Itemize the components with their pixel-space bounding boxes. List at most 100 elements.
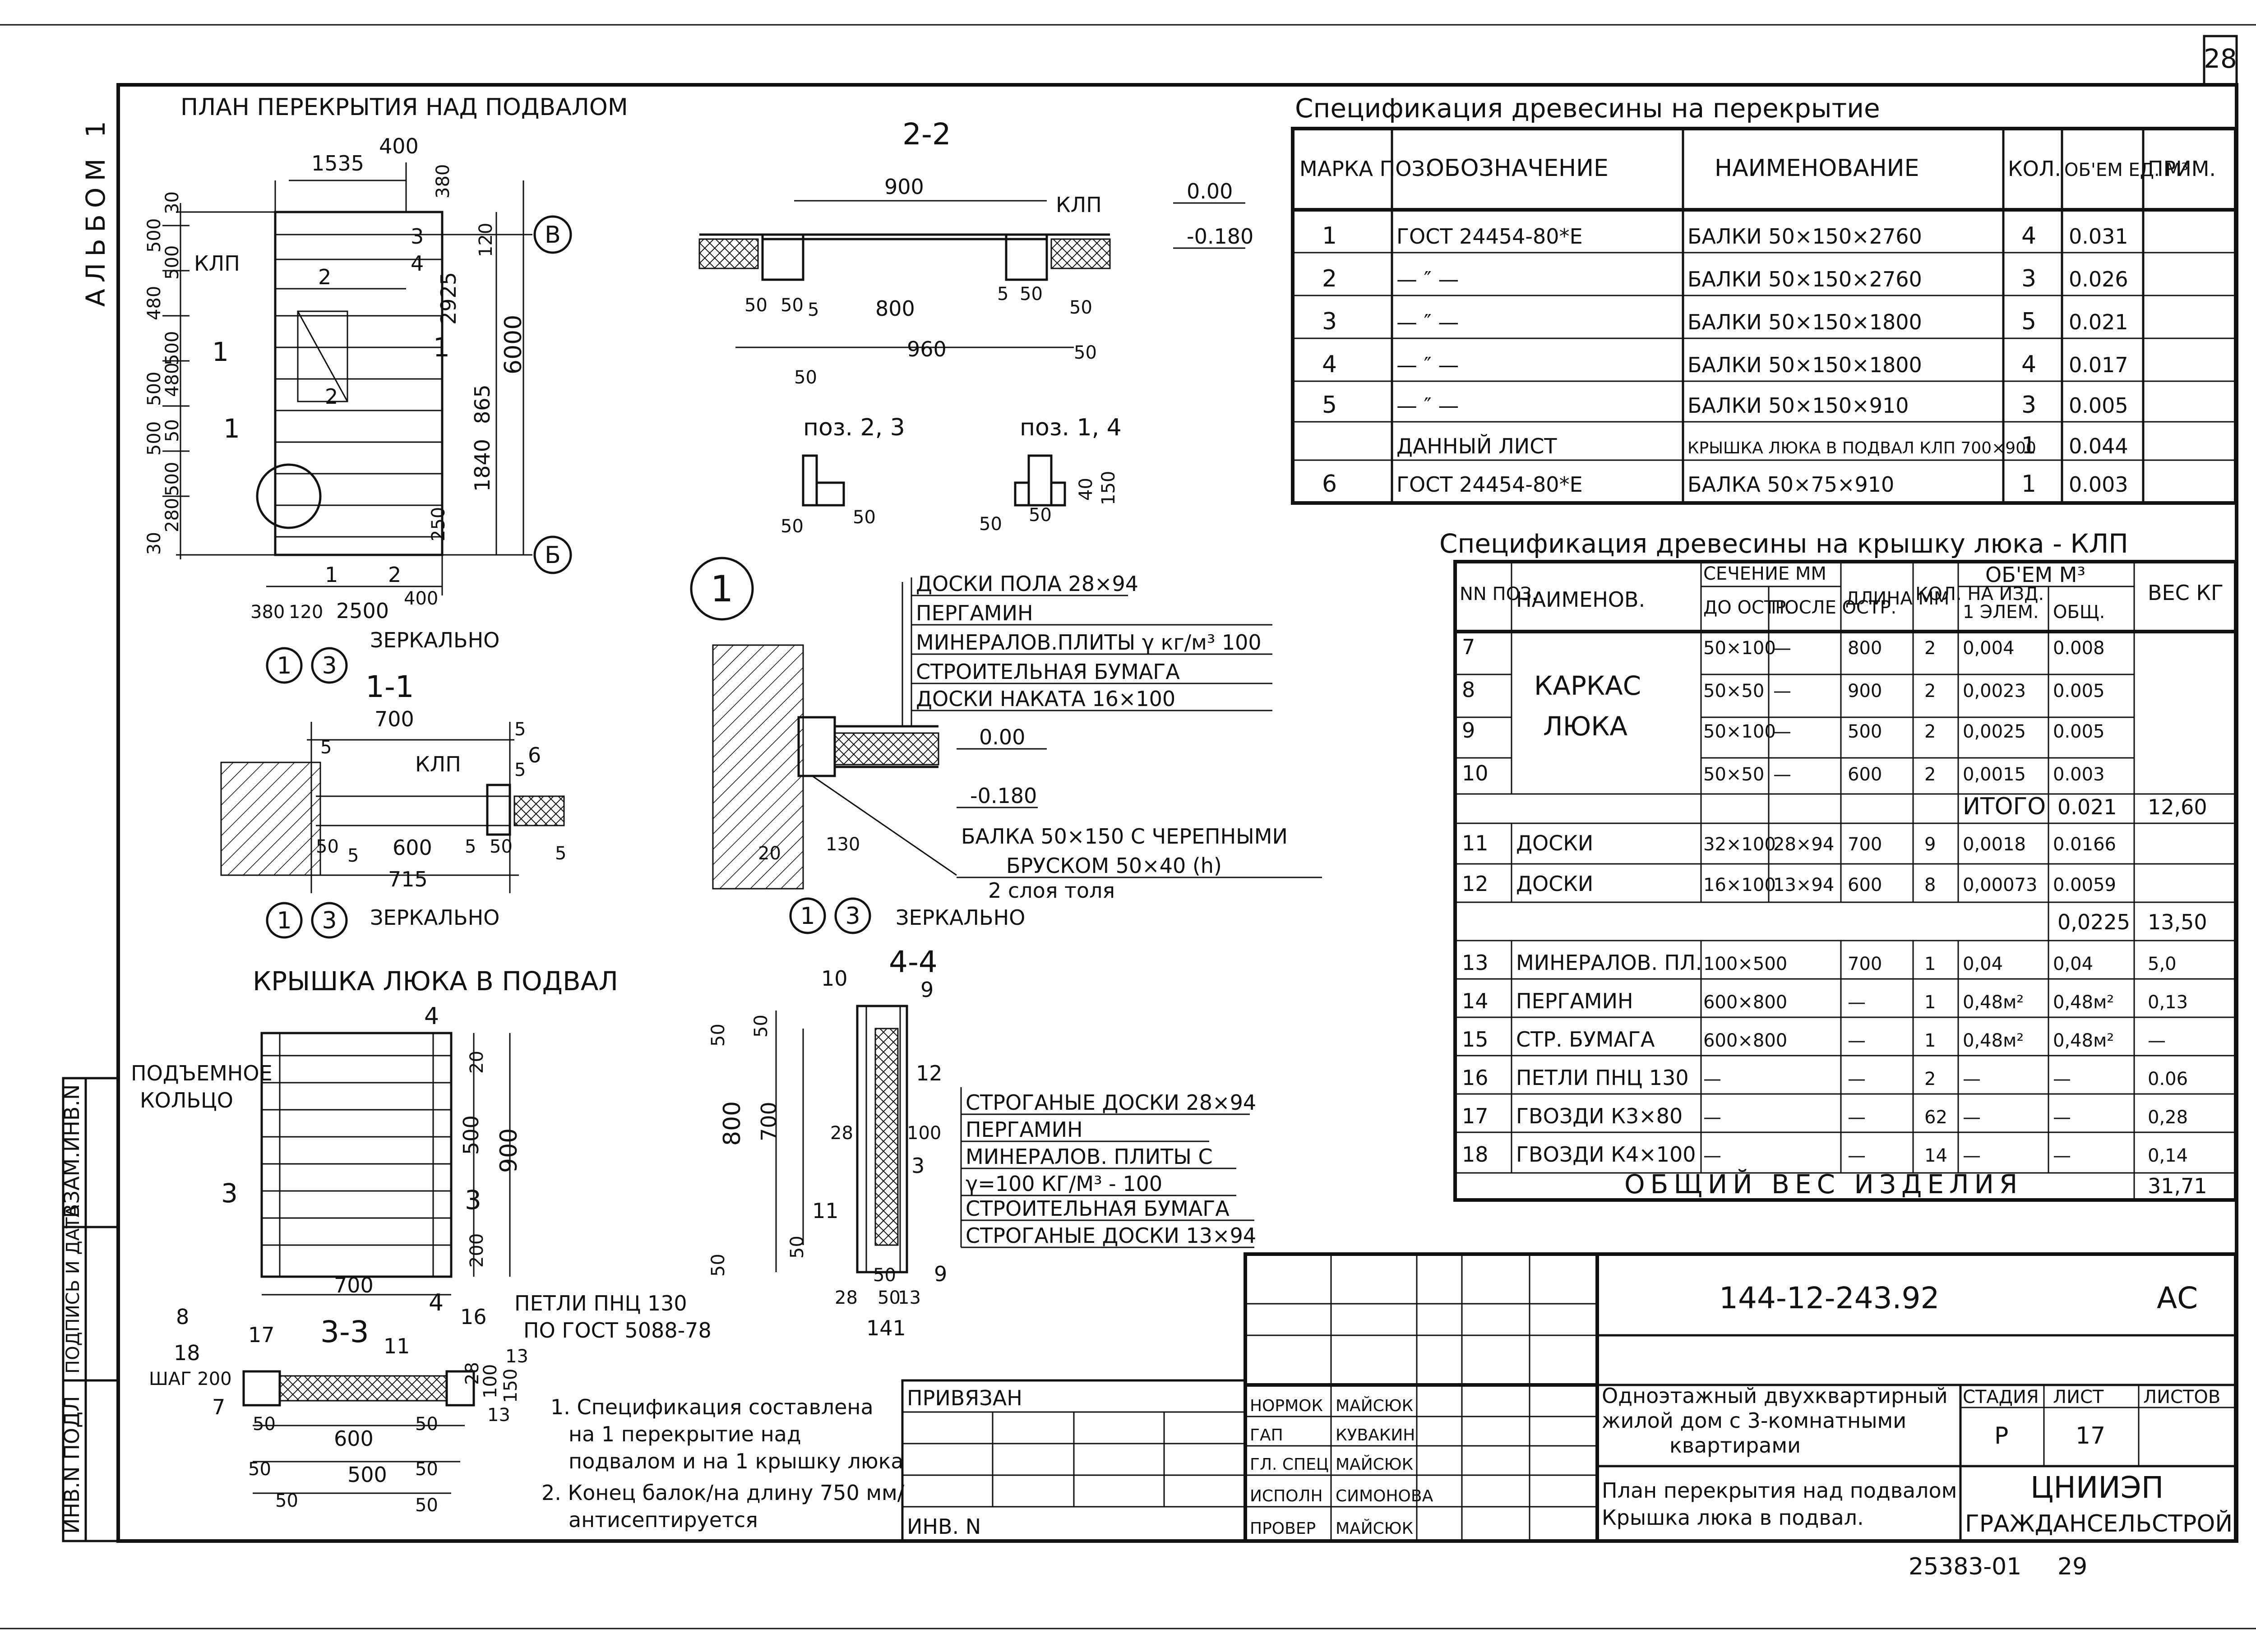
s22-dim-900: 900 — [884, 175, 924, 199]
node-beam-0: БАЛКА 50×150 С ЧЕРЕПНЫМИ — [961, 824, 1288, 849]
s44-dim-50a: 50 — [708, 1024, 729, 1047]
plan-title: ПЛАН ПЕРЕКРЫТИЯ НАД ПОДВАЛОМ — [180, 94, 628, 121]
spec2-cell-r1-c4: 900 — [1848, 681, 1882, 701]
spec2-cell-r9-c5: 2 — [1924, 1069, 1936, 1089]
spec1-cell-r0-c3: 4 — [2021, 222, 2036, 249]
s22-level-0: 0.00 — [1187, 179, 1233, 203]
plan-dim-380: 380 — [433, 164, 453, 198]
spec1-h4: ОБ'ЕМ ЕД. М³ — [2064, 160, 2188, 180]
plan-dim-left-8: 500 — [144, 421, 165, 456]
spec2-cell-r8-c1: СТР. БУМАГА — [1516, 1027, 1655, 1052]
spec2-cell-r1-c5: 2 — [1924, 681, 1936, 701]
s33-title: 3-3 — [320, 1315, 369, 1349]
stamp-name-4: МАЙСЮК — [1336, 1519, 1413, 1538]
spec1-cell-r6-c3: 1 — [2021, 471, 2036, 498]
spec2-cell-r2-c0: 9 — [1462, 718, 1475, 743]
plan-dim-left-5: 500 — [144, 372, 165, 406]
node-dim-20: 20 — [758, 843, 781, 864]
spec2-cell-r3-c7: 0.003 — [2053, 764, 2105, 785]
s11-mirror: ЗЕРКАЛЬНО — [370, 905, 499, 930]
hatch-cut-side-r: 3 — [465, 1185, 481, 1215]
spec2-cell-r4-c2: 32×100 — [1703, 834, 1776, 855]
plan-dim-b-400: 400 — [404, 588, 438, 609]
spec2-cell-r7-c2: 600×800 — [1703, 992, 1787, 1013]
spec2-itogo: ИТОГО — [1963, 793, 2046, 820]
spec2-cell-r5-c6: 0,00073 — [1963, 875, 2037, 895]
spec2-cell-r6-c6: 0,04 — [1963, 954, 2003, 974]
spec2-cell-r1-c3: — — [1773, 681, 1791, 701]
plan-dim-b-120: 120 — [289, 602, 323, 623]
s33-mark-16: 16 — [460, 1305, 487, 1329]
spec2-cell-r4-c4: 700 — [1848, 834, 1882, 855]
s33-step: ШАГ 200 — [149, 1369, 232, 1389]
spec2-cell-r10-c7: — — [2053, 1107, 2071, 1128]
spec2-h-len: ДЛИНА ММ — [1845, 588, 1949, 609]
spec2-cell-r10-c1: ГВОЗДИ К3×80 — [1516, 1104, 1683, 1128]
section-3-3: 3-3 8 17 18 ШАГ 200 7 11 16 50 600 50 50… — [149, 1305, 528, 1516]
stamp-name-0: МАЙСЮК — [1336, 1396, 1413, 1415]
note-3: 2. Конец балок/на длину 750 мм/ — [541, 1481, 905, 1505]
s22-dim-800: 800 — [875, 296, 915, 321]
stamp-sheets-label: ЛИСТОВ — [2143, 1387, 2220, 1407]
spec1-cell-r6-c4: 0.003 — [2069, 472, 2128, 497]
spec2-cell-r7-c1: ПЕРГАМИН — [1516, 989, 1633, 1013]
s22-dim-5a: 5 — [808, 300, 819, 320]
plan-cut-1: 1 — [212, 337, 229, 367]
spec1-cell-r2-c4: 0.021 — [2069, 310, 2128, 334]
pos-details: поз. 2, 3 50 50 поз. 1, 4 50 50 40 150 — [781, 414, 1122, 537]
plan-dim-2925: 2925 — [436, 272, 461, 325]
spec1-title: Спецификация древесины на перекрытие — [1295, 93, 1880, 124]
node-layer-4: ДОСКИ НАКАТА 16×100 — [916, 687, 1175, 711]
s11-dim-50a: 50 — [316, 836, 339, 857]
spec1-cell-r4-c0: 5 — [1322, 392, 1337, 419]
spec2-cell-r7-c4: — — [1848, 992, 1866, 1013]
spec1-h5: ПРИМ. — [2148, 157, 2216, 181]
spec2-cell-r11-c8: 0,14 — [2148, 1145, 2188, 1166]
s33-dim-50d: 50 — [415, 1459, 438, 1480]
title-block: ПРИВЯЗАН ИНВ. N 144-12-243.92 АС Одноэта… — [901, 1252, 2238, 1543]
stamp-privyazan: ПРИВЯЗАН — [907, 1386, 1022, 1410]
stamp-role-1: ГАП — [1250, 1426, 1283, 1444]
s44-layer-2: МИНЕРАЛОВ. ПЛИТЫ С — [966, 1144, 1213, 1169]
plan-dim-120: 120 — [476, 223, 496, 257]
stamp-sheet-label: ЛИСТ — [2053, 1387, 2104, 1407]
bottom-page: 29 — [2057, 1553, 2087, 1580]
spec2-cell-r5-c1: ДОСКИ — [1516, 872, 1593, 896]
s22-dim-50f: 50 — [794, 367, 817, 388]
spec2-cell-r10-c5: 62 — [1924, 1107, 1947, 1128]
spec2-cell-r1-c2: 50×50 — [1703, 681, 1764, 701]
s33-dim-50f: 50 — [415, 1495, 438, 1516]
spec2-h-do: ДО ОСТР. — [1703, 597, 1792, 618]
plan-dim-left-4: 500 — [162, 331, 183, 365]
spec2-cell-r2-c4: 500 — [1848, 721, 1882, 742]
spec2-cell-r7-c6: 0,48м² — [1963, 992, 2024, 1013]
stamp-stage: Р — [1994, 1422, 2008, 1449]
node-dim-130: 130 — [826, 834, 860, 855]
stamp-org-0: ЦНИИЭП — [2030, 1470, 2164, 1505]
spec2-cell-r5-c4: 600 — [1848, 875, 1882, 895]
stamp-stage-label: СТАДИЯ — [1963, 1387, 2039, 1407]
plan-dim-left-9: 500 — [162, 462, 183, 496]
s33-dim-50b: 50 — [415, 1414, 438, 1435]
s22-title: 2-2 — [902, 117, 951, 152]
spec2-cell-r11-c0: 18 — [1462, 1142, 1489, 1167]
plan-dim-6000: 6000 — [500, 315, 527, 374]
s33-dim-50c: 50 — [248, 1459, 271, 1480]
spec2-cell-r0-c3: — — [1773, 638, 1791, 659]
spec2-cell-r6-c7: 0,04 — [2053, 954, 2093, 974]
s22-level-180: -0.180 — [1187, 224, 1253, 249]
plan-mark-2a: 2 — [318, 265, 331, 289]
plan-mark-2b: 2 — [325, 384, 338, 409]
s33-dim-28: 28 — [462, 1362, 483, 1385]
spec1-cell-r6-c1: ГОСТ 24454-80*Е — [1396, 472, 1583, 497]
s44-dim-50e: 50 — [873, 1265, 896, 1286]
plan-dim-left-0: 30 — [162, 191, 183, 214]
spec2-title: Спецификация древесины на крышку люка - … — [1439, 528, 2128, 559]
spec2-cell-r10-c0: 17 — [1462, 1104, 1489, 1128]
strip-inv: ИНВ.N ПОДЛ — [60, 1396, 84, 1534]
spec2-h-nn: NN ПОЗ. — [1460, 584, 1537, 605]
spec2-cell-r0-c4: 800 — [1848, 638, 1882, 659]
plan-dim-1840: 1840 — [470, 439, 495, 492]
stamp-mark: АС — [2157, 1281, 2198, 1315]
